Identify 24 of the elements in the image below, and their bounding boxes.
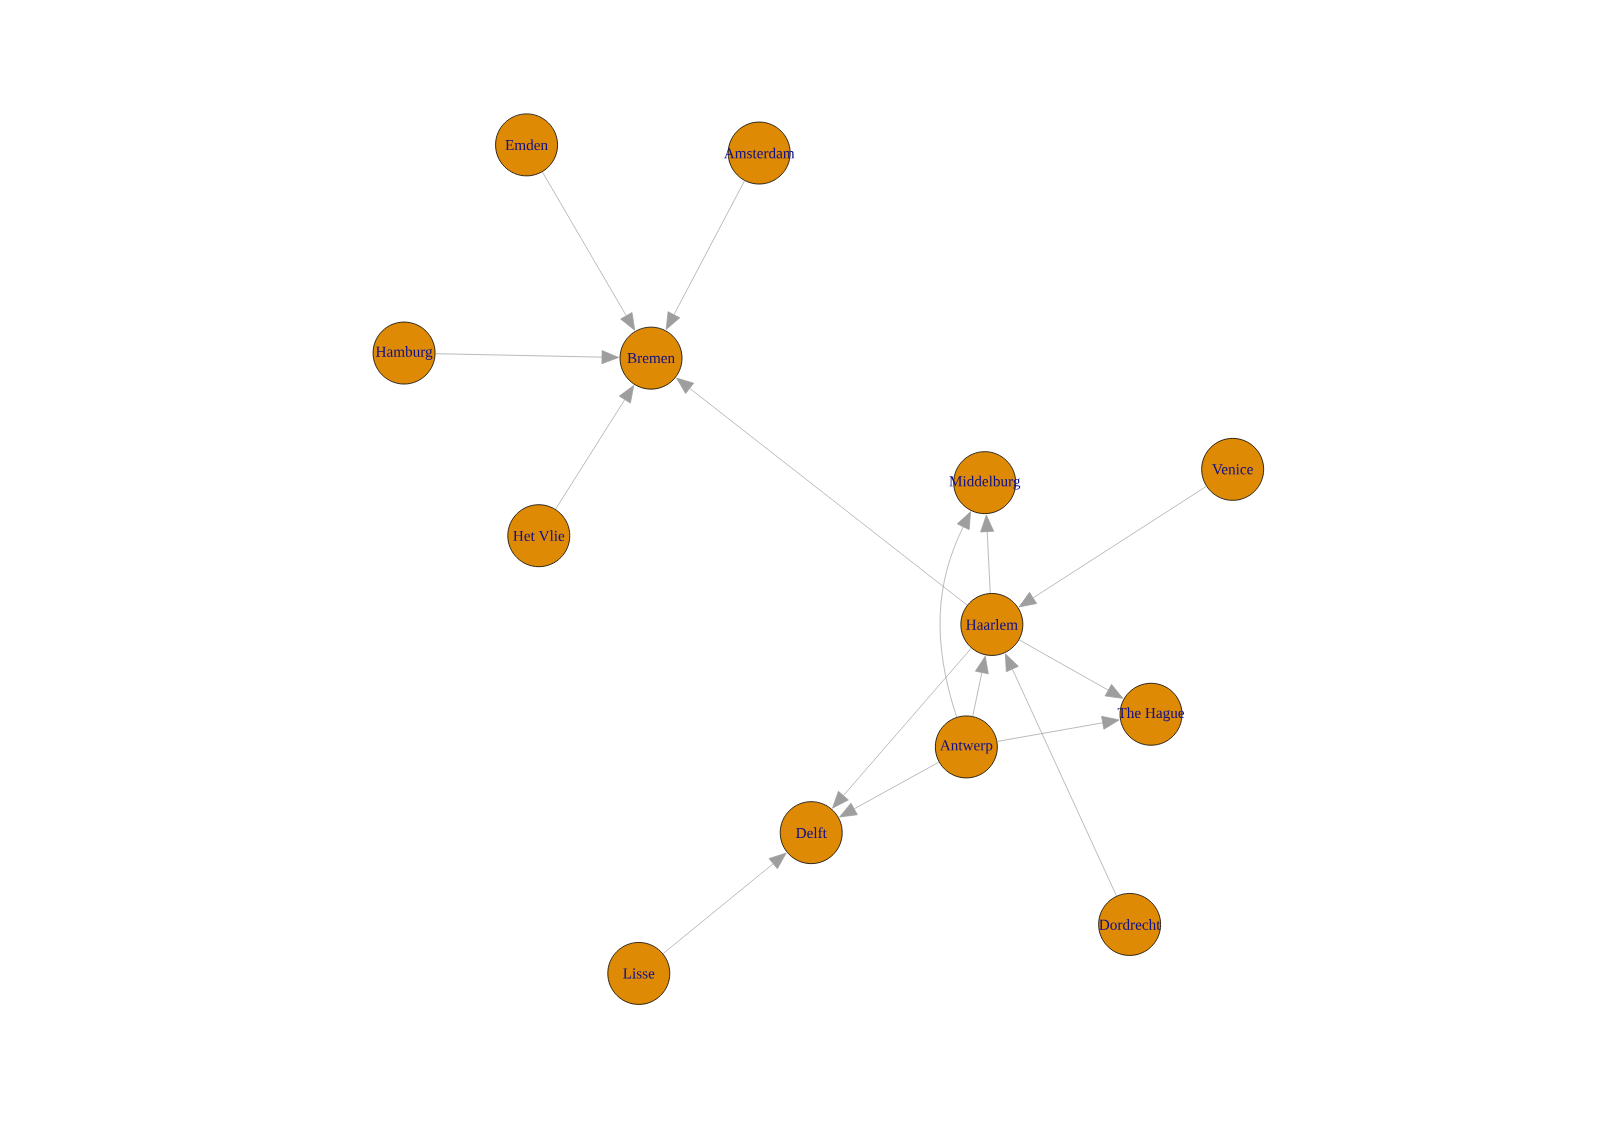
arrow bbox=[1018, 639, 1124, 699]
city-node: Antwerp bbox=[934, 715, 998, 779]
arrow bbox=[662, 852, 787, 954]
city-node: Hamburg bbox=[372, 321, 436, 385]
city-node: Het Vlie bbox=[507, 504, 571, 568]
arrow bbox=[1018, 486, 1207, 608]
arrow bbox=[972, 655, 989, 717]
arrow bbox=[832, 647, 972, 809]
city-node: Haarlem bbox=[960, 593, 1024, 656]
city-node: Delft bbox=[779, 801, 843, 865]
city-node: Lisse bbox=[607, 942, 671, 1005]
arrow bbox=[676, 377, 968, 606]
arrow bbox=[839, 761, 940, 818]
arrow bbox=[1005, 653, 1117, 897]
city-node: Bremen bbox=[619, 326, 683, 390]
city-node: Emden bbox=[495, 113, 558, 177]
arrow bbox=[555, 385, 635, 510]
city-node: Venice bbox=[1201, 437, 1265, 501]
arrow bbox=[542, 171, 636, 331]
arrow bbox=[980, 514, 995, 594]
arrow bbox=[665, 180, 745, 330]
arrow bbox=[939, 511, 971, 718]
arrow bbox=[996, 716, 1120, 742]
arrow bbox=[435, 350, 619, 365]
